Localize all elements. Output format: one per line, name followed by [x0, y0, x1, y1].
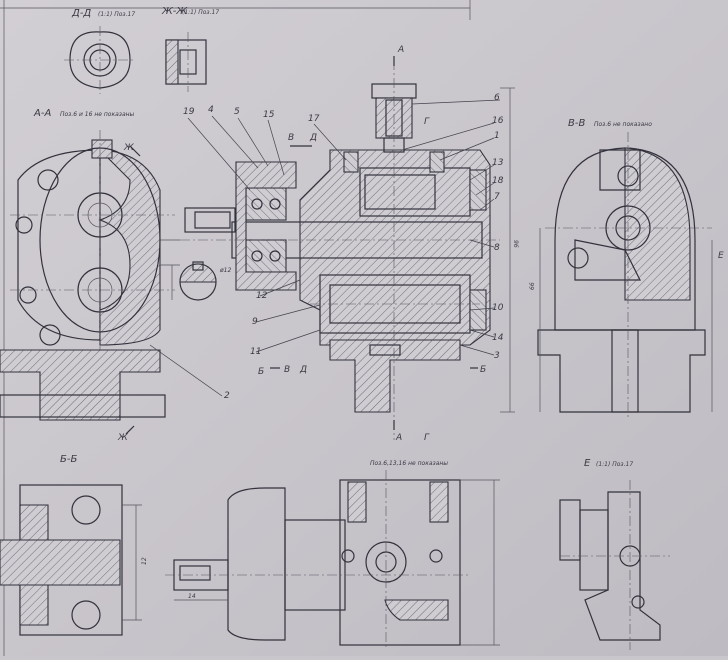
mark-zh-bottom: Ж — [117, 433, 128, 443]
mark-d2: Д — [299, 365, 307, 375]
main-section — [180, 60, 515, 440]
pos-12: 12 — [256, 291, 268, 301]
mark-g-top: Г — [424, 117, 430, 127]
pos-4: 4 — [208, 105, 214, 115]
section-arrows — [125, 56, 478, 435]
note-bottom-middle: Поз.6,13,16 не показаны — [370, 460, 448, 467]
mark-a-bottom: А — [395, 433, 402, 443]
pos-17: 17 — [308, 114, 320, 124]
pos-5: 5 — [234, 107, 240, 117]
note-aa: Поз.6 и 16 не показаны — [60, 111, 135, 118]
dim-96: 96 — [512, 240, 519, 248]
pos-19: 19 — [183, 107, 195, 117]
note-zhzh: (1:1) Поз.17 — [182, 9, 219, 16]
pos-18: 18 — [492, 176, 504, 186]
mark-b-left: Б — [258, 367, 264, 377]
dim-12: 12 — [141, 557, 148, 565]
pos-16: 16 — [492, 116, 504, 126]
pos-8: 8 — [494, 243, 500, 253]
mark-v: В — [288, 133, 294, 143]
pos-13: 13 — [492, 158, 504, 168]
pos-10: 10 — [492, 303, 504, 313]
position-labels: 19 4 5 15 17 6 16 1 13 18 7 8 10 14 3 12… — [183, 93, 504, 401]
title-dd: Д-Д — [71, 8, 91, 19]
pos-7: 7 — [494, 192, 500, 202]
dim-d12: ø12 — [219, 267, 231, 274]
dim-66: 66 — [529, 282, 536, 290]
mark-b-right: Б — [480, 365, 486, 375]
pos-1: 1 — [494, 131, 500, 141]
view-titles: Д-Д (1:1) Поз.17 Ж-Ж (1:1) Поз.17 А-А По… — [33, 6, 652, 469]
view-vv — [537, 132, 713, 420]
dimension-texts: 96 ø12 66 12 14 — [141, 240, 536, 600]
pos-9: 9 — [252, 317, 258, 327]
note-vv: Поз.6 не показано — [594, 121, 652, 128]
title-bb: Б-Б — [60, 454, 77, 465]
view-aa — [0, 130, 180, 421]
note-dd: (1:1) Поз.17 — [98, 11, 135, 18]
title-zhzh: Ж-Ж — [161, 6, 188, 17]
view-dd — [64, 26, 136, 94]
pos-11: 11 — [250, 347, 261, 357]
title-e: Е — [584, 458, 591, 469]
view-e — [559, 480, 670, 650]
title-aa: А-А — [33, 108, 51, 119]
pos-6: 6 — [494, 93, 500, 103]
mark-e: Е — [718, 251, 724, 261]
view-zhzh — [165, 32, 207, 92]
title-vv: В-В — [568, 118, 585, 129]
pos-3: 3 — [494, 351, 500, 361]
mark-v2: В — [284, 365, 290, 375]
view-bottom-middle — [165, 470, 500, 650]
pos-15: 15 — [263, 110, 275, 120]
mark-zh-top: Ж — [123, 143, 134, 153]
note-e: (1:1) Поз.17 — [596, 461, 633, 468]
key-section — [171, 261, 217, 301]
bearing-upper — [245, 187, 287, 221]
pos-2: 2 — [224, 391, 230, 401]
view-bb — [0, 484, 142, 636]
section-marks: А Г В Д В Д Б Б А Г Ж Ж Е — [117, 45, 724, 443]
pos-14: 14 — [492, 333, 504, 343]
leader-lines — [149, 99, 501, 397]
mark-d: Д — [309, 133, 317, 143]
dim-14: 14 — [188, 593, 196, 600]
bearing-lower — [245, 239, 287, 273]
mark-g-bottom: Г — [424, 433, 430, 443]
mark-a-top: А — [397, 45, 404, 55]
